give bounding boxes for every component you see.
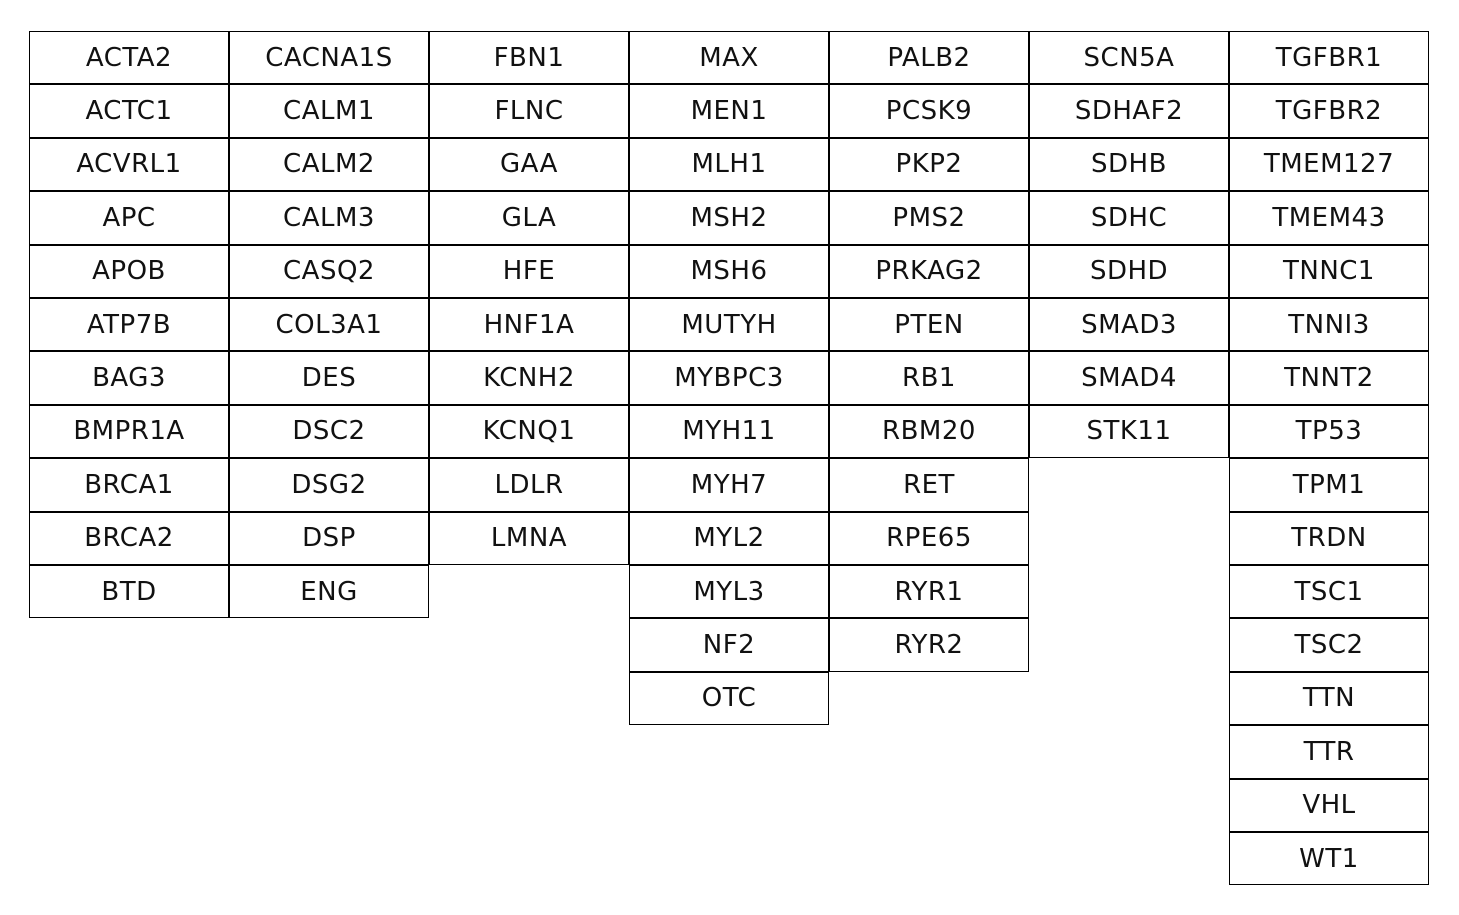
gene-cell: BRCA2 <box>29 511 229 565</box>
gene-cell: SDHB <box>1029 137 1229 192</box>
gene-cell: DSC2 <box>229 404 429 459</box>
gene-cell: MLH1 <box>629 137 829 192</box>
gene-cell: DSP <box>229 511 429 565</box>
gene-cell: STK11 <box>1029 404 1229 459</box>
gene-cell: SDHAF2 <box>1029 84 1229 138</box>
gene-cell: MAX <box>629 31 829 85</box>
gene-cell: TNNC1 <box>1229 244 1429 298</box>
gene-cell: TGFBR2 <box>1229 84 1429 138</box>
gene-cell: TMEM43 <box>1229 191 1429 245</box>
gene-cell: APOB <box>29 244 229 298</box>
gene-cell: TGFBR1 <box>1229 31 1429 85</box>
gene-cell: RYR1 <box>829 565 1029 619</box>
gene-cell: MYBPC3 <box>629 351 829 405</box>
gene-cell: SMAD3 <box>1029 298 1229 352</box>
gene-cell: ACVRL1 <box>29 137 229 192</box>
gene-cell: APC <box>29 191 229 245</box>
gene-cell: ACTC1 <box>29 84 229 138</box>
gene-cell: FLNC <box>429 84 629 138</box>
gene-cell: TTR <box>1229 725 1429 779</box>
gene-cell: KCNH2 <box>429 351 629 405</box>
gene-cell: SMAD4 <box>1029 351 1229 405</box>
gene-cell: PKP2 <box>829 137 1029 192</box>
gene-cell: SCN5A <box>1029 31 1229 85</box>
gene-cell: CALM2 <box>229 137 429 192</box>
gene-cell: CALM1 <box>229 84 429 138</box>
gene-cell: RET <box>829 458 1029 512</box>
gene-cell: HNF1A <box>429 298 629 352</box>
gene-cell: PRKAG2 <box>829 244 1029 298</box>
gene-cell: GAA <box>429 137 629 192</box>
gene-cell: MUTYH <box>629 298 829 352</box>
gene-cell: KCNQ1 <box>429 404 629 459</box>
gene-cell: TRDN <box>1229 511 1429 565</box>
gene-cell: BAG3 <box>29 351 229 405</box>
gene-cell: VHL <box>1229 778 1429 832</box>
gene-cell: PMS2 <box>829 191 1029 245</box>
gene-cell: TMEM127 <box>1229 137 1429 192</box>
gene-cell: TP53 <box>1229 404 1429 459</box>
gene-cell: TTN <box>1229 671 1429 726</box>
gene-cell: MYL2 <box>629 511 829 565</box>
gene-cell: RPE65 <box>829 511 1029 565</box>
gene-cell: RBM20 <box>829 404 1029 459</box>
gene-cell: COL3A1 <box>229 298 429 352</box>
gene-cell: PALB2 <box>829 31 1029 85</box>
gene-cell: CALM3 <box>229 191 429 245</box>
gene-cell: MYL3 <box>629 565 829 619</box>
gene-cell: SDHC <box>1029 191 1229 245</box>
gene-cell: ATP7B <box>29 298 229 352</box>
gene-cell: TPM1 <box>1229 458 1429 512</box>
gene-cell: TNNI3 <box>1229 298 1429 352</box>
gene-cell: PTEN <box>829 298 1029 352</box>
gene-cell: OTC <box>629 671 829 726</box>
gene-cell: PCSK9 <box>829 84 1029 138</box>
gene-cell: TSC2 <box>1229 618 1429 672</box>
gene-cell: MSH6 <box>629 244 829 298</box>
gene-cell: LMNA <box>429 511 629 565</box>
gene-cell: ENG <box>229 565 429 619</box>
gene-cell: LDLR <box>429 458 629 512</box>
gene-cell: TNNT2 <box>1229 351 1429 405</box>
gene-cell: FBN1 <box>429 31 629 85</box>
gene-cell: RYR2 <box>829 618 1029 672</box>
gene-cell: MEN1 <box>629 84 829 138</box>
gene-cell: HFE <box>429 244 629 298</box>
gene-cell: BRCA1 <box>29 458 229 512</box>
gene-cell: TSC1 <box>1229 565 1429 619</box>
gene-cell: MYH11 <box>629 404 829 459</box>
gene-cell: WT1 <box>1229 832 1429 886</box>
gene-cell: MSH2 <box>629 191 829 245</box>
gene-cell: RB1 <box>829 351 1029 405</box>
gene-cell: BTD <box>29 565 229 619</box>
gene-cell: SDHD <box>1029 244 1229 298</box>
gene-cell: DES <box>229 351 429 405</box>
gene-cell: NF2 <box>629 618 829 672</box>
gene-cell: CACNA1S <box>229 31 429 85</box>
gene-cell: ACTA2 <box>29 31 229 85</box>
gene-cell: CASQ2 <box>229 244 429 298</box>
gene-cell: GLA <box>429 191 629 245</box>
gene-cell: DSG2 <box>229 458 429 512</box>
gene-cell: MYH7 <box>629 458 829 512</box>
gene-cell: BMPR1A <box>29 404 229 459</box>
